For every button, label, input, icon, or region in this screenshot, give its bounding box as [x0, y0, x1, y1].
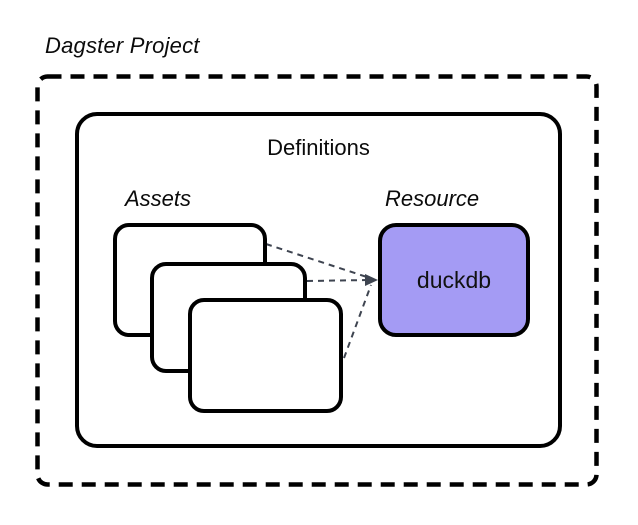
- definitions-title: Definitions: [267, 135, 370, 160]
- asset-card-3: [188, 298, 343, 413]
- project-dashed-border: [35, 74, 599, 487]
- project-title: Dagster Project: [45, 33, 200, 58]
- connector-asset3-duckdb: [343, 284, 372, 359]
- duckdb-resource-label: duckdb: [416, 266, 492, 293]
- arrowhead-icon: [365, 274, 378, 286]
- connector-asset2-duckdb: [306, 279, 371, 282]
- duckdb-resource-node: duckdb: [378, 223, 530, 337]
- assets-label: Assets: [125, 186, 192, 211]
- connector-asset1-duckdb: [265, 243, 371, 279]
- resource-label: Resource: [385, 186, 480, 211]
